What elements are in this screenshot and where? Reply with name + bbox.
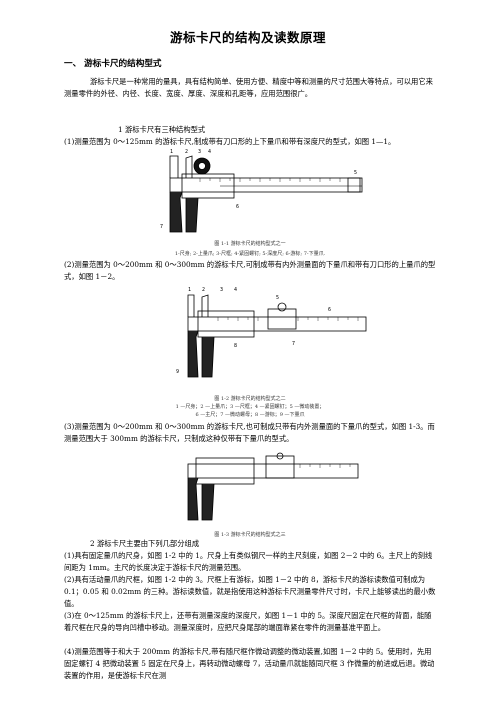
fig2-label-6: 6 <box>328 307 331 313</box>
list-item-2: 2 游标卡尺主要由下列几部分组成 <box>90 539 200 548</box>
figure-3-caption: 图 1-3 游标卡尺的结构型式之三 <box>214 532 286 538</box>
section-heading-1: 一、 游标卡尺的结构型式 <box>64 59 162 69</box>
list-item-1-3: (3)测量范围为 0～200mm 和 0～300mm 的游标卡尺,也可制成只带有… <box>64 422 435 443</box>
figure-2-legend-2: 6 —主尺；7 —微动螺母；8 —游标；9 —下量爪 <box>195 412 305 418</box>
figure-1-caption: 图 1-1 游标卡尺的结构型式之一 <box>214 241 286 247</box>
fig2-label-5: 5 <box>276 295 279 301</box>
figure-2-legend-1: 1 —尺身；2 —上量爪；3 —尺框；4 —紧固螺钉；5 —微动装置； <box>175 404 325 410</box>
fig1-label-2: 2 <box>185 149 188 155</box>
list-item-1-2: (2)测量范围为 0～200mm 和 0～300mm 的游标卡尺,可制成带有内外… <box>64 260 436 281</box>
fig2-label-9: 9 <box>176 369 179 375</box>
figure-3-caliper <box>187 452 359 521</box>
list-item-2-3: (3)在 0～125mm 的游标卡尺上，还带有测量深度的深度尺，如图 1－1 中… <box>64 611 432 632</box>
list-item-2-2: (2)具有活动量爪的尺框，如图 1-2 中的 3。尺框上有游标，如图 1－2 中… <box>64 575 436 608</box>
figure-1-caliper: 1 2 3 4 5 6 7 <box>160 149 363 233</box>
fig1-label-4: 4 <box>208 149 211 155</box>
fig1-part-labels: 1 2 3 4 5 6 7 <box>160 149 357 230</box>
fig2-label-4: 4 <box>234 287 237 293</box>
fig2-label-7: 7 <box>292 341 295 347</box>
fig1-label-5: 5 <box>354 170 357 176</box>
figure-2-caliper: 1 2 3 4 5 6 7 8 9 <box>176 287 367 378</box>
fig1-label-3: 3 <box>198 149 201 155</box>
fig2-label-1: 1 <box>188 287 191 293</box>
list-item-1-1: (1)测量范围为 0～125mm 的游标卡尺,制成带有刀口形的上下量爪和带有深度… <box>64 137 396 146</box>
page-title: 游标卡尺的结构及读数原理 <box>169 30 326 45</box>
fig2-label-8: 8 <box>234 343 237 349</box>
figure-1-legend: 1-尺身; 2-上量爪; 3-尺框; 4-紧固螺钉; 5-深度尺; 6-游标; … <box>174 251 326 257</box>
fig1-label-1: 1 <box>170 149 173 155</box>
fig3-scale-ticks <box>299 464 351 468</box>
list-item-2-1: (1)具有固定量爪的尺身，如图 1-2 中的 1。尺身上有类似钢尺一样的主尺刻度… <box>64 551 433 572</box>
fig2-part-labels: 1 2 3 4 5 6 7 8 9 <box>176 287 331 375</box>
list-item-1: 1 游标卡尺有三种结构型式 <box>118 125 206 134</box>
list-item-2-4: (4)测量范围等于和大于 200mm 的游标卡尺,带有随尺框作微动调整的微动装置… <box>64 647 435 680</box>
fig1-label-7: 7 <box>160 224 163 230</box>
fig2-scale-ticks <box>217 317 359 321</box>
fig2-label-3: 3 <box>220 287 223 293</box>
fig1-label-6: 6 <box>236 204 239 210</box>
fig2-label-2: 2 <box>202 287 205 293</box>
intro-paragraph: 游标卡尺是一种常用的量具，具有结构简单、使用方便、精度中等和测量的尺寸范围大等特… <box>64 77 433 98</box>
fig1-scale-ticks <box>199 178 341 182</box>
figure-2-caption: 图 1-2 游标卡尺的结构型式之二 <box>214 396 286 402</box>
